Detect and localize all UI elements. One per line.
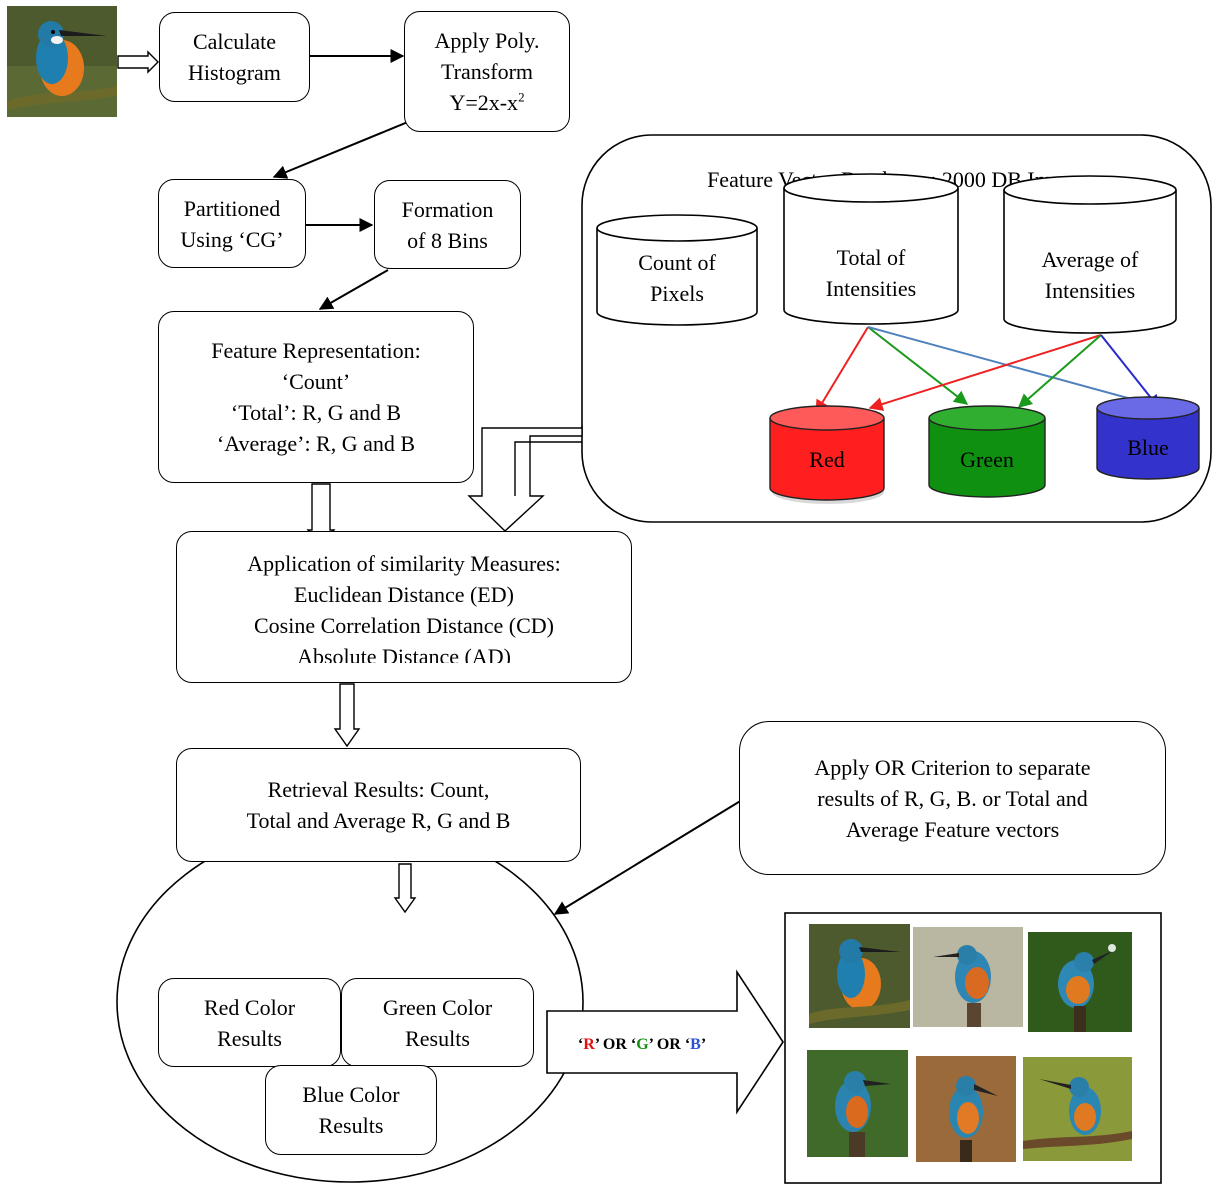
bins-line-1: Formation [401,196,494,222]
input-kingfisher-image [7,6,117,117]
svg-text:Intensities: Intensities [826,276,916,301]
calculate-histogram-box: Calculate Histogram [159,12,310,102]
feature-rep-line-3: ‘Total’: R, G and B [230,400,402,425]
retrieval-line-2: Total and Average R, G and B [246,808,511,833]
result-image-4 [807,1050,908,1157]
svg-text:Blue: Blue [1127,435,1169,460]
feature-rep-line-1: Feature Representation: [211,338,421,363]
cylinder-blue: Blue [1096,396,1200,480]
or-criterion-line-2: results of R, G, B. or Total and [817,785,1088,811]
poly-transform-box: Apply Poly. Transform Y=2x-x2 [404,11,570,132]
svg-text:Count of: Count of [638,250,716,275]
red-results-line-1: Red Color [203,994,296,1020]
cylinder-green: Green [928,405,1046,498]
red-results-line-2: Results [217,1025,282,1051]
similarity-hollow-arrow [333,683,361,748]
feature-rep-line-4: ‘Average’: R, G and B [216,431,416,456]
partition-line-2: Using ‘CG’ [180,226,284,252]
feature-representation-box: Feature Representation: ‘Count’ ‘Total’:… [158,311,474,483]
result-image-3 [1028,932,1132,1032]
red-color-results-box: Red Color Results [158,978,341,1067]
result-image-2 [913,927,1023,1027]
svg-text:Average of: Average of [1042,247,1139,272]
result-image-6 [1023,1057,1132,1161]
partition-cg-box: Partitioned Using ‘CG’ [158,179,306,268]
svg-text:Red: Red [809,447,844,472]
poly-transform-line-2: Transform [440,59,534,84]
svg-text:Pixels: Pixels [650,281,704,306]
retrieval-results-box: Retrieval Results: Count, Total and Aver… [176,748,581,862]
blue-color-results-box: Blue Color Results [265,1065,437,1155]
cylinder-average-intensities: Average of Intensities [1003,175,1177,334]
input-hollow-arrow [117,50,159,74]
similarity-line-3: Cosine Correlation Distance (CD) [254,613,554,638]
result-image-5 [916,1056,1016,1162]
poly-transform-line-1: Apply Poly. [434,28,540,53]
cylinder-red: Red [769,405,885,504]
or-criterion-line-1: Apply OR Criterion to separate [814,754,1091,780]
green-color-results-box: Green Color Results [341,978,534,1067]
calculate-histogram-line-2: Histogram [188,60,281,85]
similarity-measures-box: Application of similarity Measures: Eucl… [176,531,632,683]
result-image-1 [809,924,910,1028]
partition-line-1: Partitioned [183,195,281,221]
formation-bins-box: Formation of 8 Bins [374,180,521,269]
arrow-bins-to-feature [318,269,389,310]
blue-results-line-1: Blue Color [302,1082,400,1107]
database-hollow-arrow [467,426,583,532]
svg-text:Intensities: Intensities [1045,278,1135,303]
similarity-line-4: Absolute Distance (AD) [297,644,511,663]
arrow-criterion-to-results [553,799,743,915]
feature-rep-line-2: ‘Count’ [281,369,351,394]
cylinder-total-intensities: Total of Intensities [783,173,959,325]
or-criterion-box: Apply OR Criterion to separate results o… [739,721,1166,875]
green-results-line-1: Green Color [382,994,493,1020]
green-results-line-2: Results [405,1025,470,1051]
cylinder-count-pixels: Count of Pixels [596,214,758,326]
or-criterion-line-3: Average Feature vectors [845,816,1060,842]
bins-line-2: of 8 Bins [407,227,488,253]
poly-formula: Y=2x-x2 [449,89,525,115]
svg-text:Total of: Total of [837,245,906,270]
or-criterion-label: ‘R’ OR ‘G’ OR ‘B’ [578,1036,706,1053]
or-hollow-arrow [546,969,784,1115]
similarity-line-1: Application of similarity Measures: [247,551,561,576]
calculate-histogram-line-1: Calculate [192,29,277,54]
similarity-line-2: Euclidean Distance (ED) [294,582,514,607]
blue-results-line-2: Results [318,1113,384,1138]
arrow-poly-to-partition [272,116,421,179]
retrieval-line-1: Retrieval Results: Count, [267,777,490,802]
svg-text:Green: Green [960,447,1014,472]
retrieval-hollow-arrow [393,863,417,914]
